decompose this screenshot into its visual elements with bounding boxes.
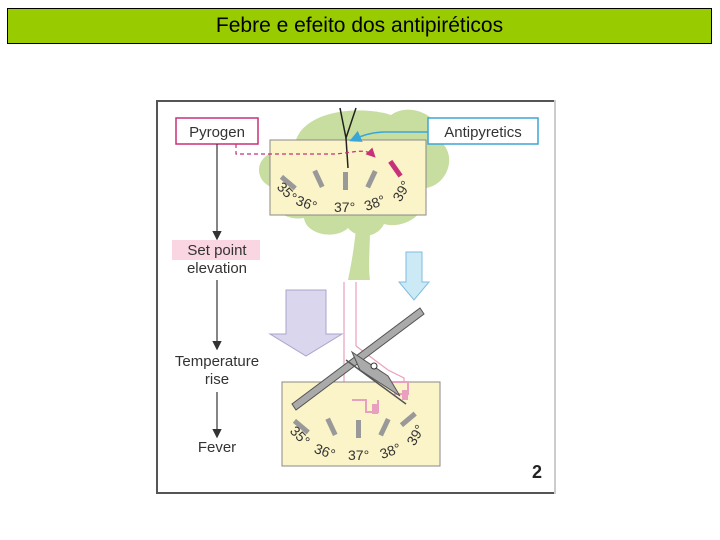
antipyretics-arrow <box>349 130 428 142</box>
set-point-highlight <box>172 240 260 260</box>
temperature-line1: Temperature <box>175 353 259 370</box>
temperature-line2: rise <box>205 371 229 388</box>
slide-title: Febre e efeito dos antipiréticos <box>7 8 712 44</box>
antipyretics-box <box>427 117 539 145</box>
bottom-scale-ticks <box>292 411 417 438</box>
set-point-line2: elevation <box>187 260 247 277</box>
top-scale-37: 37° <box>334 199 355 215</box>
lavender-arrow <box>268 289 344 357</box>
fever-diagram: 35° 36° 37° 38° 39° Pyrogen Antipyretics… <box>156 100 556 494</box>
pyrogen-box <box>175 117 259 145</box>
diagram-svg: 35° 36° 37° 38° 39° Pyrogen Antipyretics… <box>156 100 556 494</box>
top-scale-36: 36° <box>294 192 319 214</box>
bottom-scale-36: 36° <box>312 440 337 462</box>
bottom-scale-38: 38° <box>378 440 403 462</box>
antipyretics-label: Antipyretics <box>444 124 522 141</box>
top-scale-ticks <box>279 159 403 191</box>
pink-bracket-2 <box>392 381 409 395</box>
light-blue-arrow <box>397 251 431 301</box>
set-point-line1: Set point <box>187 242 247 259</box>
pyrogen-arrow <box>235 144 376 158</box>
bottom-scale-37: 37° <box>348 447 369 463</box>
top-scale-38: 38° <box>362 192 387 214</box>
figure-number: 2 <box>532 462 542 482</box>
fever-label: Fever <box>198 439 236 456</box>
thermostat-lever <box>291 307 425 411</box>
pyrogen-label: Pyrogen <box>189 124 245 141</box>
